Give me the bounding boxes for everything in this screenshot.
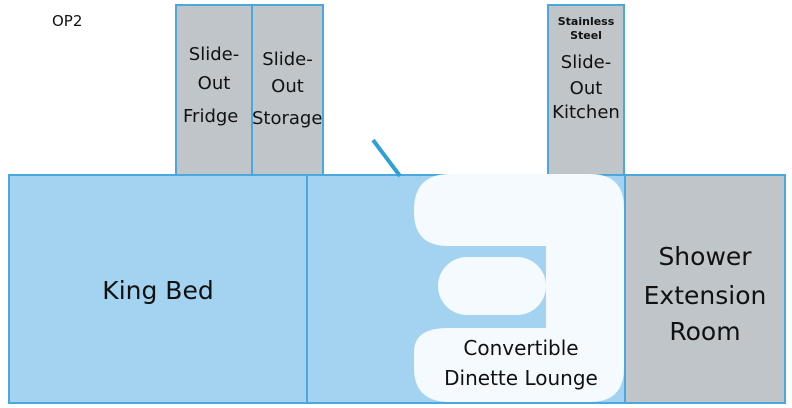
slide-out-storage-line2: Out	[271, 76, 304, 97]
dinette-lounge-shape	[414, 174, 624, 402]
slide-out-storage-line1: Slide-	[262, 49, 313, 70]
dinette-table	[438, 257, 546, 315]
shower-line1: Shower	[658, 242, 752, 271]
slide-out-kitchen-line3: Kitchen	[552, 102, 620, 123]
slide-out-fridge-line2: Out	[197, 73, 231, 94]
dinette-line2: Dinette Lounge	[444, 366, 598, 390]
slide-out-kitchen-line1: Slide-	[560, 52, 612, 73]
shower-extension-room	[624, 174, 786, 404]
kitchen-material-line1: Stainless	[557, 15, 615, 28]
slide-out-kitchen	[547, 4, 625, 176]
slide-out-fridge-line3: Fridge	[183, 106, 239, 127]
slide-out-fridge-line1: Slide-	[188, 44, 240, 65]
slide-out-storage	[251, 4, 324, 176]
slide-out-storage-line3: Storage	[252, 108, 323, 129]
shower-line3: Room	[669, 317, 741, 346]
kitchen-material-line2: Steel	[570, 29, 602, 42]
slide-out-kitchen-line2: Out	[569, 78, 603, 99]
option-label: OP2	[52, 12, 83, 30]
door-swing-line	[371, 138, 402, 178]
shower-line2: Extension	[643, 281, 767, 310]
dinette-line1: Convertible	[463, 336, 579, 360]
king-bed-label: King Bed	[102, 276, 214, 305]
